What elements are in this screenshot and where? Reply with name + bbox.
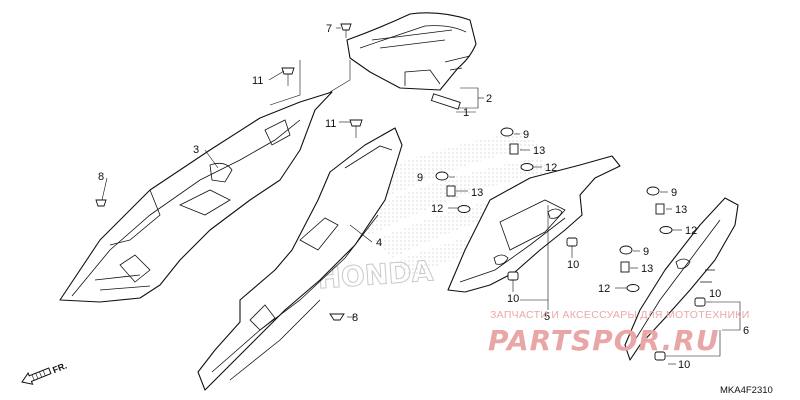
callout-12-b: 12 (431, 203, 443, 215)
rear-seat-cowl-part (346, 12, 477, 110)
callout-9-c: 9 (671, 187, 677, 199)
callout-10-a: 10 (567, 259, 579, 271)
callout-7: 7 (326, 23, 332, 35)
callout-13-d: 13 (641, 263, 653, 275)
callout-2: 2 (486, 93, 492, 105)
front-arrow-icon (21, 367, 52, 385)
callout-9-d: 9 (643, 246, 649, 258)
callout-11-upper: 11 (252, 75, 263, 87)
callout-9-a: 9 (523, 129, 529, 141)
callout-4: 4 (376, 237, 382, 249)
rear-bracket-part (447, 155, 621, 293)
callout-8-right: 8 (352, 312, 358, 324)
callout-10-c: 10 (709, 288, 721, 300)
callout-13-c: 13 (675, 204, 687, 216)
callout-12-c: 12 (685, 225, 697, 237)
callout-13-a: 13 (533, 145, 545, 157)
side-cover-left-part (59, 91, 333, 303)
callout-8-left: 8 (98, 171, 104, 183)
front-label: FR. (51, 360, 68, 375)
callout-3: 3 (193, 144, 199, 156)
watermark-logo: PARTSPOR.RU (488, 324, 720, 357)
watermark-caption: ЗАПЧАСТИ И АКСЕССУАРЫ ДЛЯ МОТОТЕХНИКИ (490, 309, 750, 321)
callout-labels: 7 11 11 2 1 3 8 4 8 9 13 12 9 13 12 9 13… (98, 23, 749, 371)
side-cover-right-part (197, 127, 403, 391)
callout-9-b: 9 (417, 172, 423, 184)
callout-5: 5 (544, 311, 550, 323)
callout-11-lower: 11 (325, 118, 336, 130)
callout-13-b: 13 (471, 187, 483, 199)
hardware-fasteners (95, 23, 706, 361)
callout-12-d: 12 (598, 283, 610, 295)
callout-12-a: 12 (545, 162, 557, 174)
rear-rail-cover-part (624, 197, 739, 361)
diagram-code: MKA4F2310 (720, 385, 773, 396)
callout-10-d: 10 (678, 359, 690, 371)
callout-10-b: 10 (507, 293, 519, 305)
callout-6: 6 (743, 325, 749, 337)
callout-1: 1 (463, 107, 469, 119)
front-direction-indicator: FR. (21, 360, 68, 385)
leader-lines (101, 27, 741, 365)
shop-watermark: ЗАПЧАСТИ И АКСЕССУАРЫ ДЛЯ МОТОТЕХНИКИ PA… (488, 309, 750, 357)
